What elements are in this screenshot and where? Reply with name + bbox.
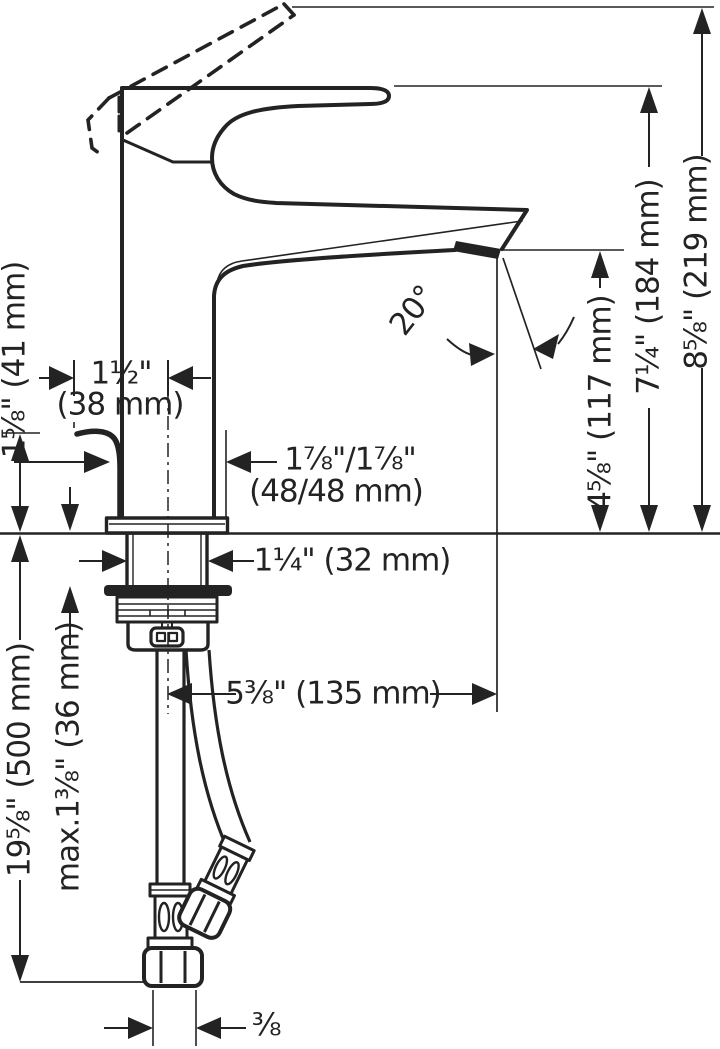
dim-label-clearance-mm: (48/48 mm) xyxy=(249,473,424,510)
handle-raised-outline xyxy=(86,2,296,158)
angle-arc xyxy=(446,316,575,366)
dimension-lines xyxy=(11,8,711,1039)
extension-lines xyxy=(2,6,714,1046)
dim-label-hose-thread: ⅜ xyxy=(251,1007,281,1044)
dim-label-total-height: 8⅝" (219 mm) xyxy=(678,154,715,370)
dim-label-spout-reach: 5⅜" (135 mm) xyxy=(225,675,441,712)
faucet-body xyxy=(117,86,529,520)
dim-label-hose-length: 19⅝" (500 mm) xyxy=(1,642,38,878)
pop-up-rod xyxy=(74,428,123,521)
dim-label-faucet-height: 7¼" (184 mm) xyxy=(630,179,667,395)
dim-label-rod-height: 1⅝" (41 mm) xyxy=(0,261,33,459)
dim-label-spout-height: 4⅝" (117 mm) xyxy=(582,295,619,511)
mounting-hardware xyxy=(104,516,232,652)
spray-angle-line xyxy=(496,255,542,712)
dim-label-shank-diameter: 1¼" (32 mm) xyxy=(253,542,452,579)
dim-label-clearance-inch: 1⅞"/1⅞" xyxy=(284,441,417,478)
dim-label-max-thickness: max.1⅜" (36 mm) xyxy=(50,621,87,893)
dim-label-rod-offset-mm: (38 mm) xyxy=(56,386,185,423)
aerator xyxy=(453,241,501,259)
dim-label-rod-offset-inch: 1½" xyxy=(90,355,152,392)
